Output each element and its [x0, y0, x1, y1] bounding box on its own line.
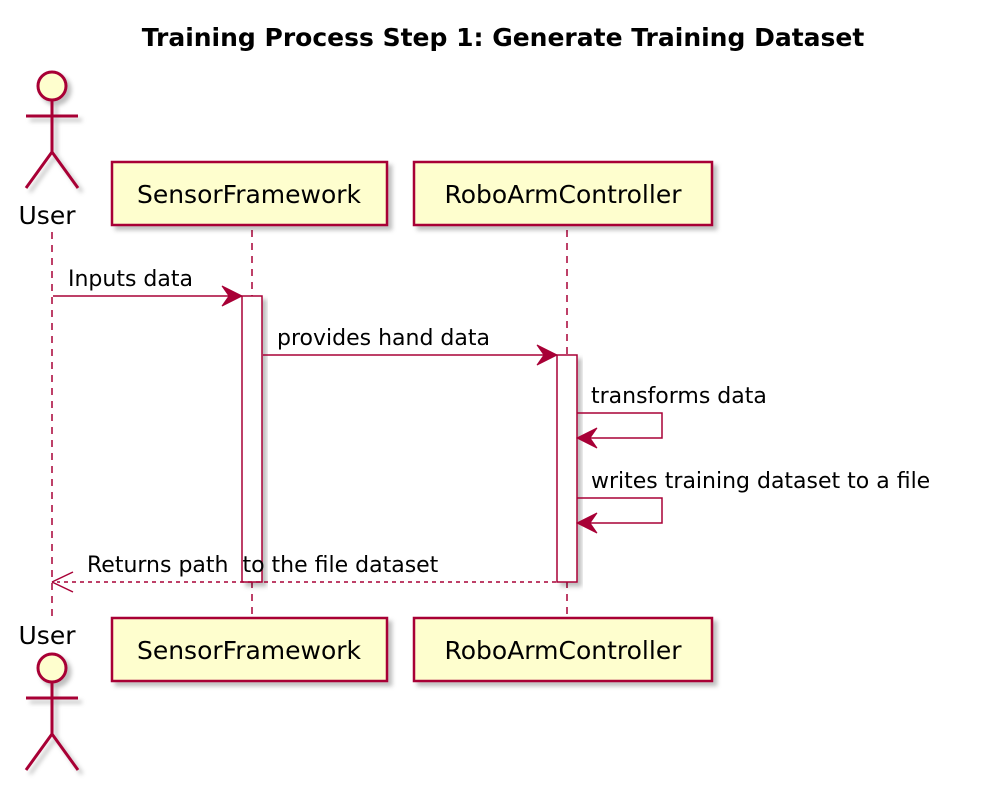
message-provides-hand-data: provides hand data [263, 326, 559, 366]
message-transforms-data-label: transforms data [591, 384, 767, 409]
message-transforms-data: transforms data [575, 384, 767, 449]
message-returns-path: Returns path to the file dataset [51, 553, 556, 593]
actor-user-bottom-label: User [19, 621, 77, 650]
participant-sensor-framework-bottom-label: SensorFramework [137, 636, 362, 665]
message-returns-path-label: Returns path to the file dataset [87, 553, 439, 578]
participant-sensor-framework-bottom [110, 616, 389, 683]
participant-sensor-framework-top-label: SensorFramework [137, 180, 362, 209]
actor-user-top-label: User [19, 201, 77, 230]
participant-sensor-framework-top [110, 160, 389, 227]
message-inputs-data-label: Inputs data [68, 267, 193, 292]
message-inputs-data: Inputs data [53, 267, 244, 307]
participant-robo-arm-controller-top [412, 160, 714, 227]
actor-user-top [24, 70, 80, 189]
participant-robo-arm-controller-bottom-label: RoboArmController [445, 636, 683, 665]
participant-robo-arm-controller-top-label: RoboArmController [445, 180, 683, 209]
participant-robo-arm-controller-bottom [412, 616, 714, 683]
diagram-title: Training Process Step 1: Generate Traini… [142, 23, 865, 52]
message-writes-training-dataset-label: writes training dataset to a file [591, 469, 930, 494]
activation-sensor-framework [241, 295, 263, 583]
activation-robo-arm-controller [556, 354, 578, 583]
message-writes-training-dataset: writes training dataset to a file [575, 469, 930, 534]
actor-user-bottom [24, 652, 80, 771]
message-provides-hand-data-label: provides hand data [277, 326, 490, 351]
